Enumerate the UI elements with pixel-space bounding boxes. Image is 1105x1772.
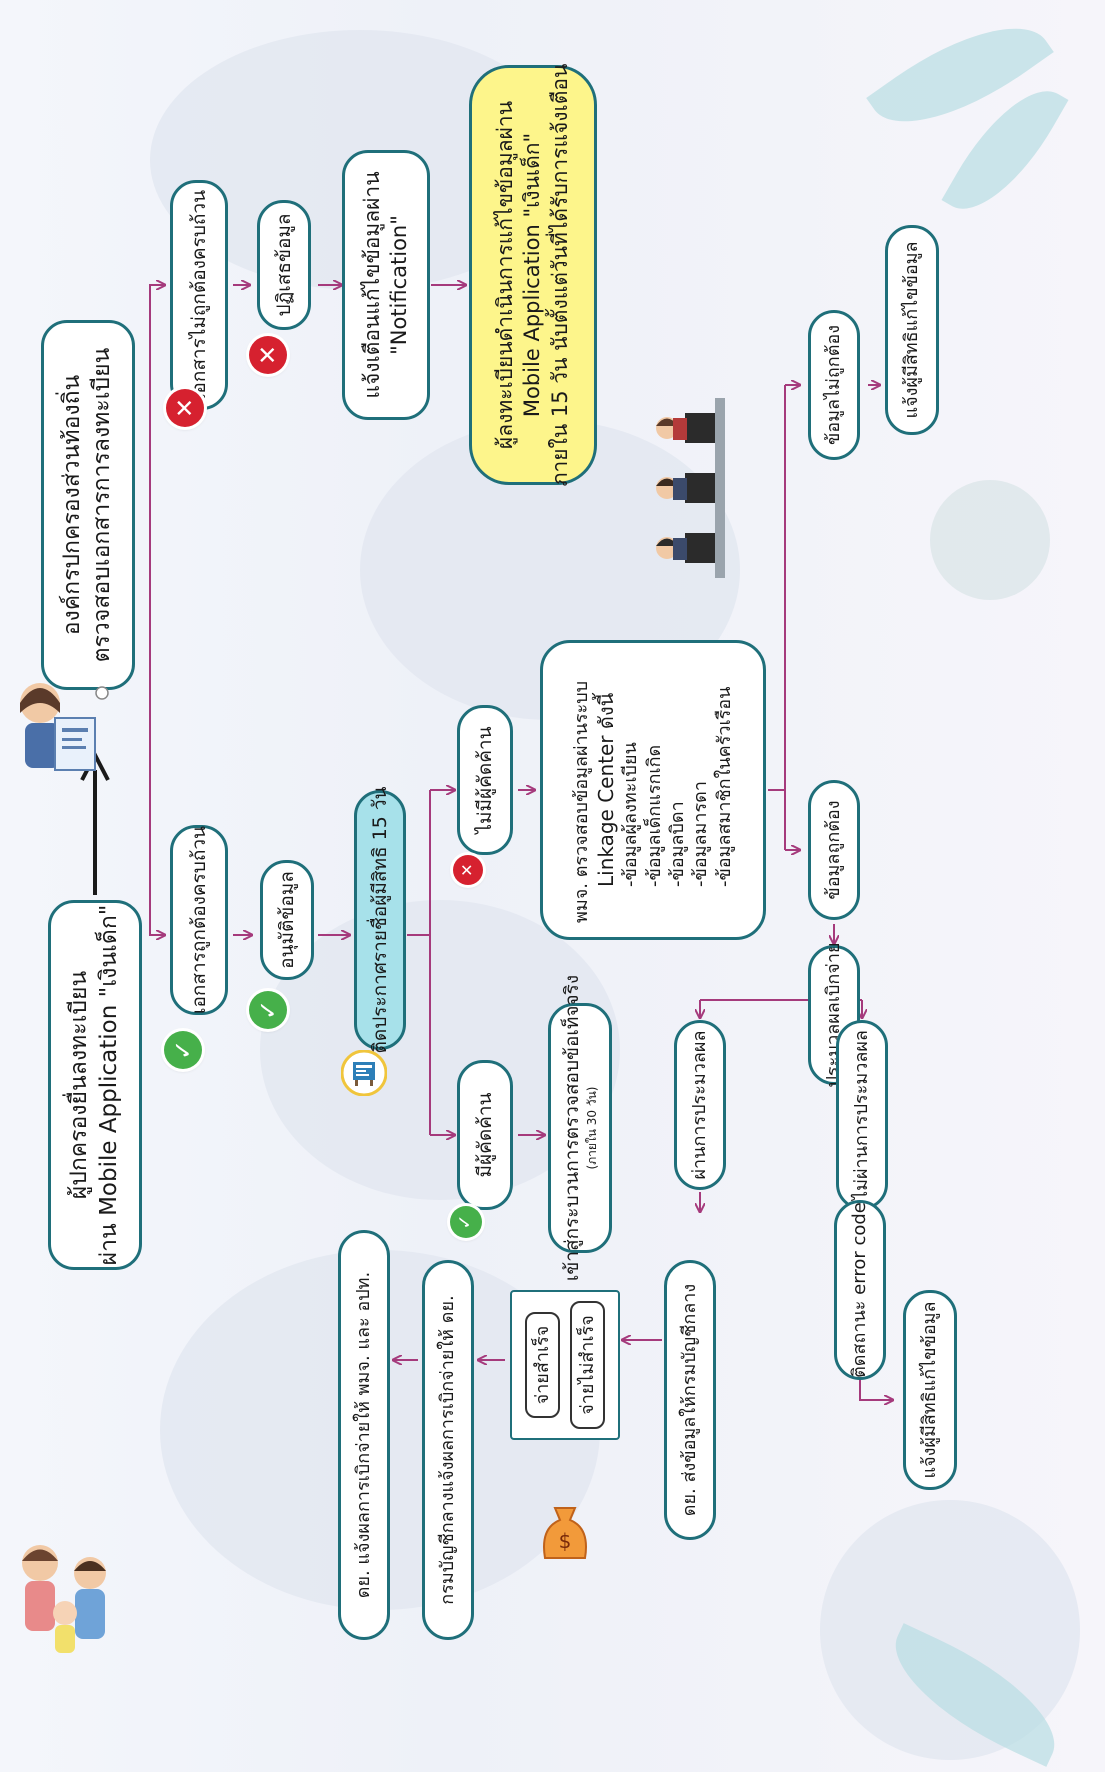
pass-label: ผ่านการประมวลผล — [689, 1030, 711, 1180]
yellow-line1: ผู้ลงทะเบียนดำเนินการแก้ไขข้อมูลผ่าน — [493, 100, 518, 450]
pay-success: จ่ายสำเร็จ — [524, 1311, 560, 1419]
complete-label: เอกสารถูกต้องครบถ้วน — [187, 825, 210, 1015]
notify-box: แจ้งเตือนแก้ไขข้อมูลผ่าน "Notification" — [342, 150, 430, 420]
check-icon: ✓ — [164, 1031, 202, 1069]
notify-fix-top-label: แจ้งผู้มีสิทธิแก้ไขข้อมูล — [901, 241, 923, 419]
lao-box: องค์กรปกครองส่วนท้องถิ่น ตรวจสอบเอกสารกา… — [41, 320, 135, 690]
has-objection-box: มีผู้คัดค้าน — [457, 1060, 513, 1210]
svg-text:$: $ — [559, 1529, 572, 1553]
no-objection-label: ไม่มีผู้คัดค้าน — [473, 726, 496, 834]
pay-unsuccess: จ่ายไม่สำเร็จ — [570, 1301, 606, 1429]
reject-box: ปฏิเสธข้อมูล — [257, 200, 311, 330]
linkage-item: -ข้อมูลมารดา — [690, 781, 712, 887]
yellow-line3: ภายใน 15 วัน นับตั้งแต่วันที่ได้รับการแจ… — [547, 63, 572, 487]
cgd-report-label: กรมบัญชีกลางแจ้งผลการเบิกจ่ายให้ ดย. — [437, 1295, 459, 1605]
correct-label: ข้อมูลถูกต้อง — [823, 800, 845, 900]
approve-box: อนุมัติข้อมูล — [260, 860, 314, 980]
x-icon: ✕ — [249, 336, 287, 374]
notify-fix-bottom-label: แจ้งผู้มีสิทธิแก้ไขข้อมูล — [919, 1301, 941, 1479]
has-objection-label: มีผู้คัดค้าน — [473, 1092, 496, 1178]
send-cgd-box: ดย. ส่งข้อมูลให้กรมบัญชีกลาง — [664, 1260, 716, 1540]
yellow-line2: Mobile Application "เงินเด็ก" — [520, 132, 545, 418]
notify-fix-top-box: แจ้งผู้มีสิทธิแก้ไขข้อมูล — [885, 225, 939, 435]
money-bag-icon: $ — [535, 1498, 595, 1572]
dcy-report-box: ดย. แจ้งผลการเบิกจ่ายให้ พมจ. และ อปท. — [338, 1230, 390, 1640]
correct-box: ข้อมูลถูกต้อง — [808, 780, 860, 920]
linkage-item: -ข้อมูลสมาชิกในครัวเรือน — [713, 686, 735, 887]
pay-result-box: จ่ายสำเร็จ จ่ายไม่สำเร็จ — [510, 1290, 620, 1440]
approve-label: อนุมัติข้อมูล — [275, 871, 298, 969]
fact-check-note: (ภายใน 30 วัน) — [584, 1086, 599, 1170]
incomplete-box: เอกสารไม่ถูกต้องครบถ้วน — [170, 180, 228, 410]
no-objection-box: ไม่มีผู้คัดค้าน — [457, 705, 513, 855]
fail-label: ไม่ผ่านการประมวลผล — [851, 1030, 873, 1200]
check-icon: ✓ — [249, 991, 287, 1029]
pass-box: ผ่านการประมวลผล — [674, 1020, 726, 1190]
notify-line1: แจ้งเตือนแก้ไขข้อมูลผ่าน — [359, 171, 384, 399]
announce-box: ติดประกาศรายชื่อผู้มีสิทธิ 15 วัน — [354, 787, 406, 1053]
error-box: ติดสถานะ error code — [834, 1200, 886, 1380]
announce-label: ติดประกาศรายชื่อผู้มีสิทธิ 15 วัน — [368, 786, 391, 1054]
lao-line1: องค์กรปกครองส่วนท้องถิ่น — [59, 374, 86, 636]
notify-line2: "Notification" — [387, 215, 411, 355]
connector — [149, 880, 165, 935]
fail-box: ไม่ผ่านการประมวลผล — [836, 1020, 888, 1210]
error-label: ติดสถานะ error code — [849, 1202, 871, 1378]
check-icon: ✓ — [450, 1206, 482, 1238]
x-icon: ✕ — [453, 855, 483, 885]
incorrect-box: ข้อมูลไม่ถูกต้อง — [808, 310, 860, 460]
office-workers-illustration — [645, 393, 755, 587]
connector — [149, 285, 165, 590]
yellow-box: ผู้ลงทะเบียนดำเนินการแก้ไขข้อมูลผ่าน Mob… — [469, 63, 597, 487]
linkage-item: -ข้อมูลบิดา — [667, 801, 688, 887]
notice-board-icon — [340, 1049, 388, 1100]
register-line2: ผ่าน Mobile Application "เงินเด็ก" — [96, 904, 122, 1266]
dcy-report-label: ดย. แจ้งผลการเบิกจ่ายให้ พมจ. และ อปท. — [353, 1271, 375, 1599]
fact-check-label: เข้าสู่กระบวนการตรวจสอบข้อเท็จจริง — [560, 974, 583, 1282]
fact-check-box: เข้าสู่กระบวนการตรวจสอบข้อเท็จจริง (ภายใ… — [548, 975, 612, 1281]
bg-cloud — [930, 480, 1050, 600]
linkage-line2: Linkage Center ดังนี้ — [594, 692, 619, 887]
notify-fix-bottom-box: แจ้งผู้มีสิทธิแก้ไขข้อมูล — [903, 1290, 957, 1490]
linkage-box: พมจ. ตรวจสอบข้อมูลผ่านระบบ Linkage Cente… — [540, 640, 766, 940]
complete-box: เอกสารถูกต้องครบถ้วน — [170, 825, 228, 1015]
officer-illustration — [10, 673, 110, 787]
incomplete-label: เอกสารไม่ถูกต้องครบถ้วน — [187, 189, 210, 401]
linkage-line1: พมจ. ตรวจสอบข้อมูลผ่านระบบ — [570, 680, 592, 923]
incorrect-label: ข้อมูลไม่ถูกต้อง — [823, 325, 845, 446]
send-cgd-label: ดย. ส่งข้อมูลให้กรมบัญชีกลาง — [679, 1283, 701, 1517]
x-icon: ✕ — [166, 389, 204, 427]
register-line1: ผู้ปกครองยื่นลงทะเบียน — [66, 970, 93, 1200]
linkage-item: -ข้อมูลผู้ลงทะเบียน — [620, 742, 642, 887]
cgd-report-box: กรมบัญชีกลางแจ้งผลการเบิกจ่ายให้ ดย. — [422, 1260, 474, 1640]
register-box: ผู้ปกครองยื่นลงทะเบียน ผ่าน Mobile Appli… — [48, 900, 142, 1270]
linkage-item: -ข้อมูลเด็กแรกเกิด — [643, 744, 665, 887]
reject-label: ปฏิเสธข้อมูล — [272, 213, 295, 317]
family-illustration — [5, 1533, 125, 1667]
lao-line2: ตรวจสอบเอกสารการลงทะเบียน — [89, 347, 115, 663]
